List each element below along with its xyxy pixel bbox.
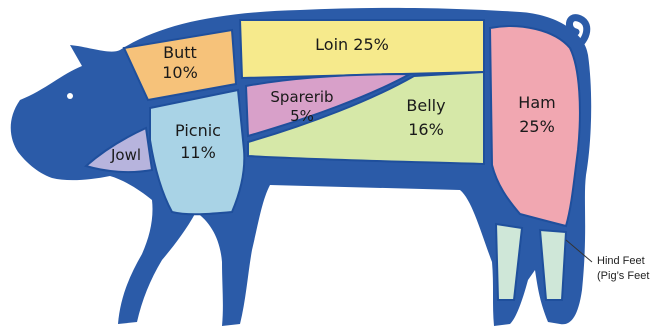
label-butt: Butt — [163, 43, 197, 62]
label-sparerib: Sparerib — [270, 88, 333, 106]
label-sparerib-pct: 5% — [290, 107, 314, 125]
label-pigs-feet: (Pig’s Feet — [597, 270, 649, 282]
label-belly: Belly — [406, 96, 445, 115]
pig-eye — [67, 93, 73, 99]
label-butt-pct: 10% — [162, 63, 198, 82]
label-ham: Ham — [518, 93, 555, 112]
label-jowl: Jowl — [110, 146, 141, 164]
label-picnic: Picnic — [175, 121, 221, 140]
label-loin: Loin 25% — [315, 35, 389, 54]
label-picnic-pct: 11% — [180, 143, 216, 162]
label-ham-pct: 25% — [519, 117, 555, 136]
label-belly-pct: 16% — [408, 120, 444, 139]
label-hind-feet: Hind Feet — [597, 255, 645, 267]
